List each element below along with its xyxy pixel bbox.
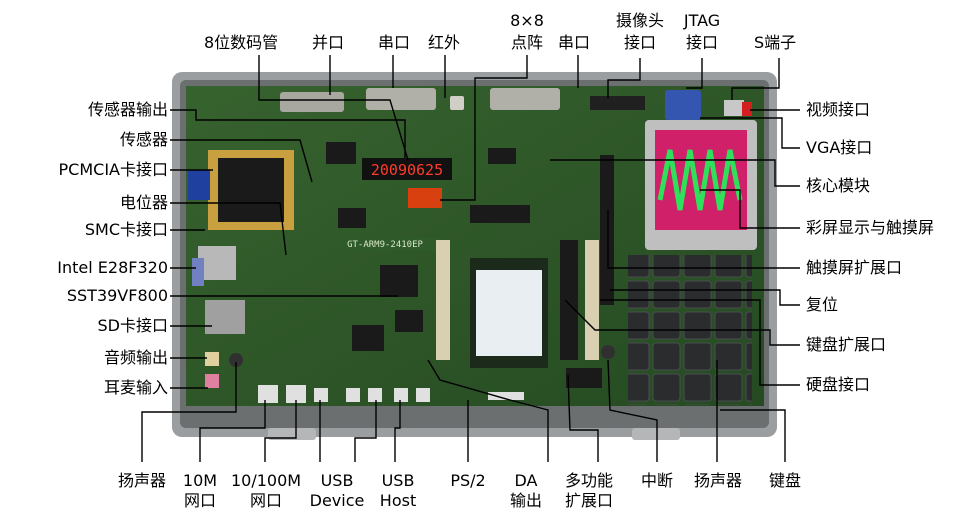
label-serial-port-1: 串口 (378, 33, 411, 52)
video-connector (742, 102, 752, 116)
label-intel: Intel E28F320 (57, 258, 168, 277)
infrared-module (450, 96, 464, 110)
label-sd: SD卡接口 (97, 316, 168, 335)
vga-connector (665, 90, 701, 120)
chip-b (488, 148, 516, 164)
label-ps2: PS/2 (450, 471, 486, 490)
sd-slot (205, 300, 245, 334)
label-audio-out: 音频输出 (103, 348, 168, 367)
label-pcmcia: PCMCIA卡接口 (58, 160, 168, 179)
label-dot-matrix: 8×8 点阵 (510, 11, 544, 52)
board-title-area (330, 238, 440, 250)
label-serial-port-2: 串口 (558, 33, 591, 52)
sst-chip (395, 310, 423, 332)
core-module-label (476, 270, 542, 356)
expansion-slot-a (470, 205, 530, 223)
label-keyboard: 键盘 (768, 471, 801, 490)
smc-card (192, 258, 204, 286)
port-usb-host-2 (368, 388, 382, 402)
port-ps2-2 (416, 388, 430, 402)
label-s-video: S端子 (754, 33, 797, 52)
speaker-right (601, 345, 615, 359)
seven-segment-display (362, 158, 452, 180)
label-video: 视频接口 (806, 100, 871, 119)
port-usb-device (314, 388, 328, 402)
label-jtag: JTAG 接口 (683, 11, 721, 52)
label-core-module: 核心模块 (806, 176, 871, 195)
expansion-header-right (585, 240, 599, 360)
label-smc: SMC卡接口 (84, 220, 168, 239)
label-interrupt: 中断 (640, 471, 673, 490)
label-lcd: 彩屏显示与触摸屏 (806, 218, 935, 237)
audio-jack (205, 352, 219, 366)
label-touch-expansion: 触摸屏扩展口 (806, 258, 903, 277)
label-multi-expansion: 多功能 扩展口 (564, 471, 613, 510)
label-speaker-right: 扬声器 (693, 471, 742, 490)
chip-a (326, 142, 356, 164)
lcd-screen (655, 130, 747, 230)
label-sensor-output: 传感器输出 (87, 100, 168, 119)
label-usb-device: USB Device (309, 471, 365, 510)
label-sst: SST39VF800 (66, 286, 168, 305)
speaker-left (229, 353, 243, 367)
case-latch-left (268, 428, 316, 440)
camera-connector (590, 96, 645, 110)
ide-connector (560, 240, 578, 360)
label-infrared: 红外 (428, 33, 461, 52)
pcmcia-card-edge (188, 170, 210, 200)
label-parallel-port: 并口 (312, 33, 345, 52)
label-camera: 摄像头 接口 (615, 11, 664, 52)
label-10m-net: 10M 网口 (182, 471, 218, 510)
label-reset: 复位 (806, 295, 839, 314)
lcd-waveform (657, 149, 743, 211)
flash-chip (380, 265, 418, 297)
da-header (488, 392, 524, 400)
port-ps2-1 (394, 388, 408, 402)
label-speaker-left: 扬声器 (117, 471, 166, 490)
label-da-output: DA 输出 (509, 471, 542, 510)
label-100m-net: 10/100M 网口 (230, 471, 302, 510)
board-title: GT-ARM9-2410EP (347, 240, 423, 250)
s-video-connector (724, 100, 744, 116)
label-vga: VGA接口 (806, 138, 873, 157)
port-100m (286, 385, 306, 403)
label-keyboard-expansion: 键盘扩展口 (806, 335, 887, 354)
case-latch-right (632, 428, 680, 440)
seven-segment-digits: 20090625 (371, 161, 443, 179)
label-sensor: 传感器 (119, 130, 168, 149)
multi-expansion (566, 368, 602, 388)
mic-jack (205, 374, 219, 388)
serial-port-1 (366, 88, 436, 110)
parallel-port (280, 92, 344, 112)
leader-lines (141, 55, 800, 462)
dot-matrix (408, 188, 442, 208)
port-usb-host-1 (346, 388, 360, 402)
expansion-header-left (436, 240, 450, 360)
port-10m (258, 385, 278, 403)
serial-port-2 (490, 88, 560, 110)
label-hdd: 硬盘接口 (806, 375, 871, 394)
touch-expansion-header (600, 155, 614, 305)
smc-slot (198, 246, 236, 280)
chip-c (338, 208, 366, 228)
pcmcia-card (218, 158, 284, 222)
usb-chip (352, 325, 384, 351)
label-mic-in: 耳麦输入 (103, 378, 168, 397)
label-seg7: 8位数码管 (204, 33, 279, 52)
label-usb-host: USB Host (379, 471, 417, 510)
label-potentiometer: 电位器 (119, 193, 168, 212)
